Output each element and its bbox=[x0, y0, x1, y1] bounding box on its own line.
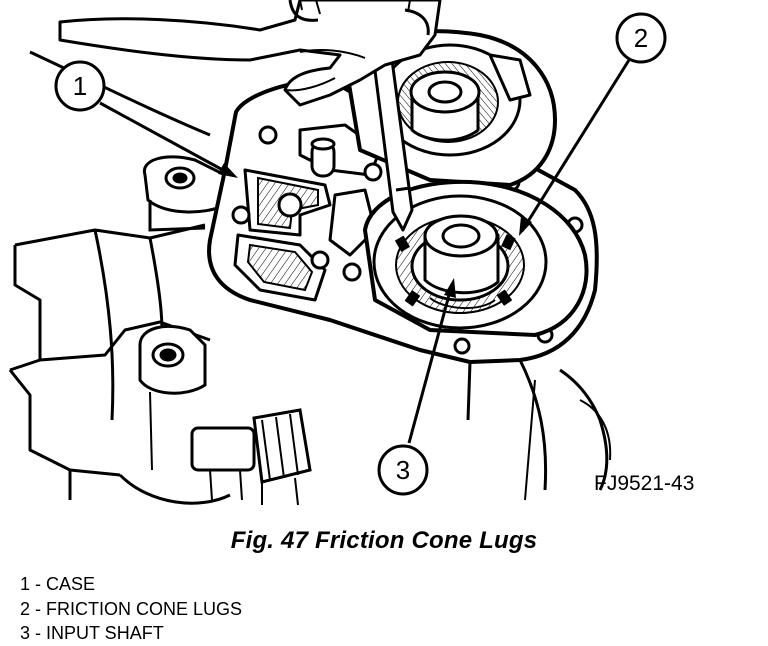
callout-3-number: 3 bbox=[396, 455, 410, 485]
legend-item-case: 1 - CASE bbox=[20, 574, 96, 594]
legend-item-input-shaft: 3 - INPUT SHAFT bbox=[20, 623, 164, 643]
upper-bearing-housing bbox=[343, 29, 557, 187]
mounting-boss-lower bbox=[138, 325, 207, 471]
hand bbox=[58, 0, 442, 107]
callout-2: 2 bbox=[615, 12, 667, 64]
leader-lines bbox=[99, 59, 631, 444]
transmission-illustration: 1 2 3 FJ9521-43 bbox=[8, 0, 694, 506]
callout-2-number: 2 bbox=[634, 23, 648, 53]
leader-arrowheads bbox=[218, 163, 532, 298]
callout-3: 3 bbox=[377, 444, 429, 496]
legend-item-friction-cone-lugs: 2 - FRICTION CONE LUGS bbox=[20, 598, 243, 619]
figure-caption: Fig. 47 Friction Cone Lugs bbox=[230, 527, 538, 554]
case-left-body bbox=[8, 50, 231, 505]
callout-2-circle bbox=[615, 12, 667, 64]
legend-list: 1 - CASE 2 - FRICTION CONE LUGS 3 - INPU… bbox=[20, 572, 242, 646]
plug-fitting bbox=[190, 408, 312, 506]
callout-1-circle bbox=[54, 60, 106, 112]
callout-3-circle bbox=[377, 444, 429, 496]
lower-bearing-housing bbox=[363, 179, 589, 337]
callout-1-number: 1 bbox=[73, 71, 87, 101]
case-right-body bbox=[466, 359, 612, 501]
callout-1: 1 bbox=[54, 60, 106, 112]
figure-code: FJ9521-43 bbox=[594, 472, 694, 495]
